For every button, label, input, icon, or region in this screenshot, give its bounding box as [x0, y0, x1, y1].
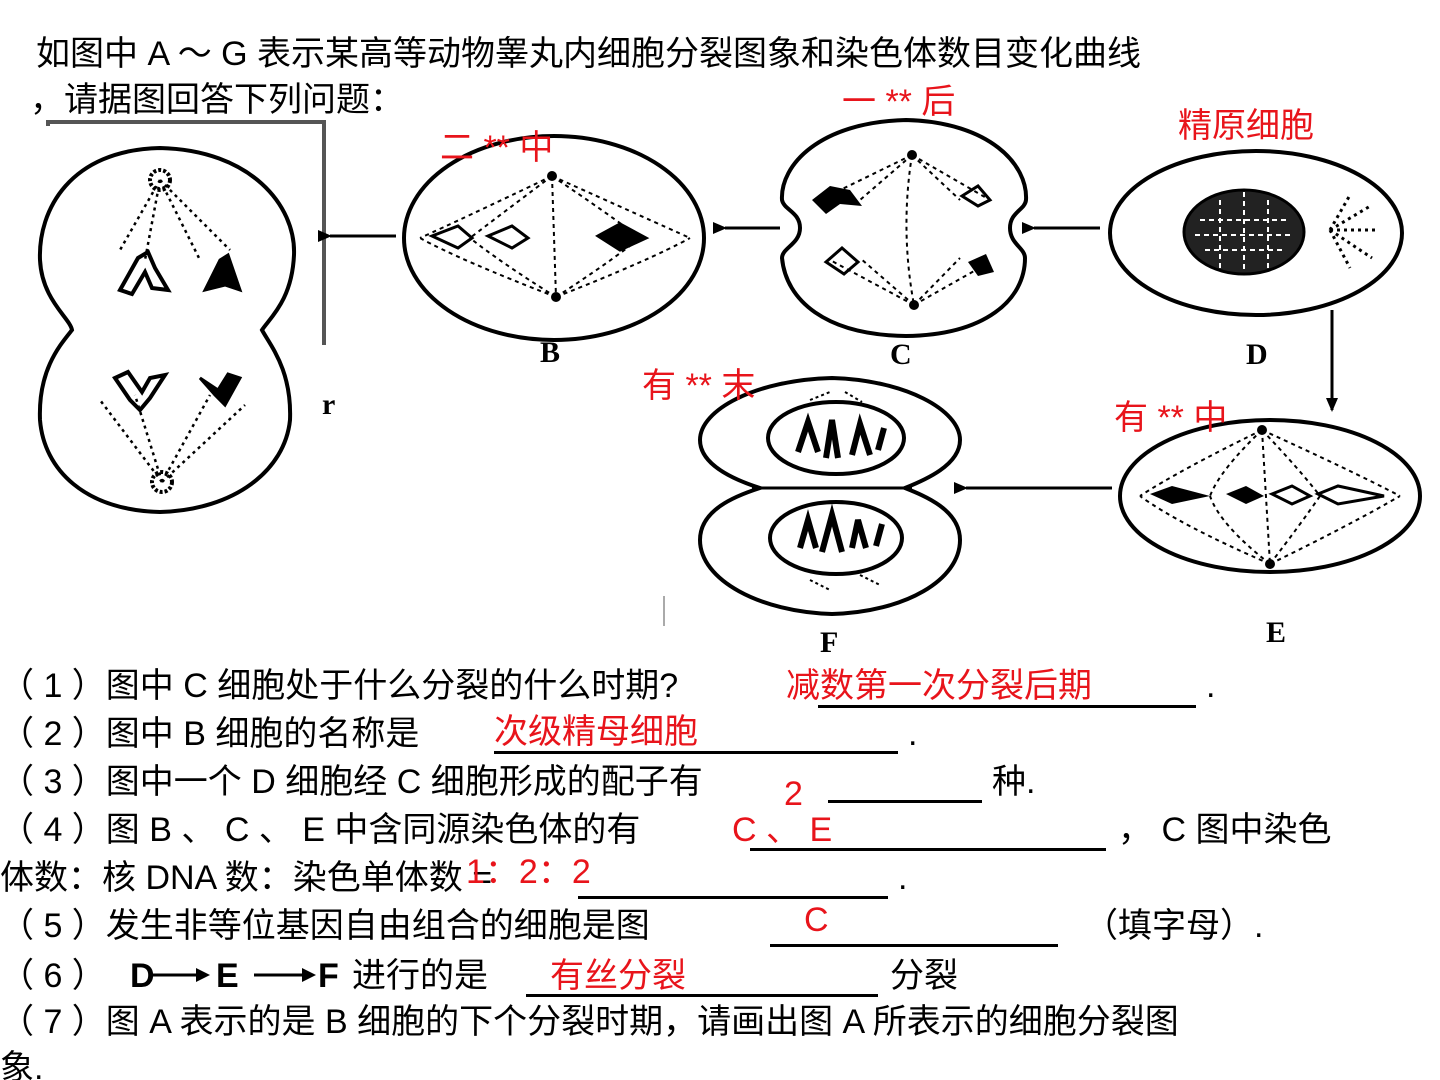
q4-answer: C 、 E: [732, 811, 833, 849]
q6-prefix: （ 6 ）: [0, 957, 106, 995]
q6-blank: [526, 994, 878, 997]
q5-end: （填字母）.: [1084, 907, 1264, 945]
cell-d-label: D: [1246, 338, 1268, 371]
q6-answer: 有丝分裂: [550, 957, 686, 995]
q1-blank: [818, 705, 1196, 708]
q5-blank: [770, 944, 1058, 947]
cell-f-drawing: [697, 375, 963, 617]
cell-b-label: B: [540, 336, 560, 369]
q2-text: （ 2 ）图中 B 细胞的名称是: [0, 715, 420, 753]
cell-e-drawing: [1118, 418, 1422, 574]
q4-text: （ 4 ）图 B 、 C 、 E 中含同源染色体的有: [0, 811, 641, 849]
q1-answer: 减数第一次分裂后期: [786, 667, 1092, 705]
cell-b-drawing: [402, 134, 706, 342]
q7-line-2: 象.: [0, 1049, 44, 1080]
q6-f: F: [318, 957, 339, 995]
q3-text: （ 3 ）图中一个 D 细胞经 C 细胞形成的配子有: [0, 763, 703, 801]
annotation-e-phase: 有 ** 中: [1114, 399, 1228, 437]
cell-a-label: r: [322, 388, 335, 421]
q6-d: D: [130, 957, 155, 995]
q3-blank: [828, 800, 982, 803]
q7-text: （ 7 ）图 A 表示的是 B 细胞的下个分裂时期，请画出图 A 所表示的细胞分…: [0, 1003, 1179, 1041]
cell-a-drawing: [37, 145, 297, 515]
cell-c-label: C: [890, 338, 912, 371]
q5-answer: C: [804, 901, 829, 939]
q4-mid: ， C 图中染色: [1118, 811, 1332, 849]
q2-end: .: [908, 715, 918, 753]
q1-text: （ 1 ）图中 C 细胞处于什么分裂的什么时期?: [0, 667, 679, 705]
q6-end: 分裂: [890, 957, 958, 995]
intro-line-2: ，请据图回答下列问题：: [30, 81, 404, 119]
q6-e: E: [216, 957, 239, 995]
annotation-f-phase: 有 ** 末: [642, 367, 756, 405]
cell-f-label: F: [820, 626, 838, 659]
q3-end: 种.: [992, 763, 1036, 801]
bracket-line: [46, 120, 326, 345]
q6-text: 进行的是: [352, 957, 488, 995]
cell-e-label: E: [1266, 616, 1286, 649]
annotation-d-name: 精原细胞: [1178, 107, 1314, 145]
q4-blank: [750, 848, 1106, 851]
annotation-c-phase: 一 ** 后: [842, 83, 956, 121]
q4-end: .: [898, 859, 908, 897]
q4-blank-2: [578, 896, 888, 899]
q4-line-2: 体数：核 DNA 数：染色单体数 =: [0, 859, 493, 897]
q1-end: .: [1206, 667, 1216, 705]
q2-blank: [494, 751, 898, 754]
annotation-b-phase: 二 ** 中: [440, 129, 554, 167]
q2-answer: 次级精母细胞: [494, 713, 698, 751]
q5-text: （ 5 ）发生非等位基因自由组合的细胞是图: [0, 907, 650, 945]
cell-d-drawing: [1108, 149, 1404, 317]
q3-answer: 2: [784, 775, 803, 813]
q4-answer-2: 1：2：2: [466, 853, 591, 891]
cell-c-drawing: [779, 117, 1029, 339]
cell-division-figure: r B C D: [37, 117, 1422, 659]
intro-line-1: 如图中 A ～ G 表示某高等动物睾丸内细胞分裂图象和染色体数目变化曲线: [36, 35, 1142, 73]
